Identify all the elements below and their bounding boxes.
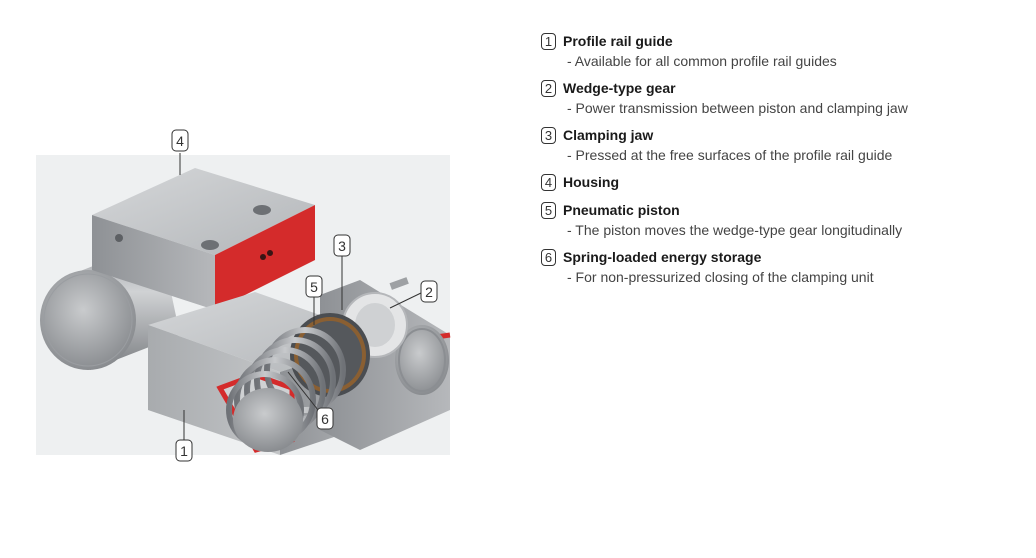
callout-2-label: 2 — [425, 284, 433, 300]
legend-item-title: Spring-loaded energy storage — [563, 249, 762, 265]
legend-item-title: Pneumatic piston — [563, 202, 680, 218]
legend-item-description: - The piston moves the wedge-type gear l… — [567, 222, 903, 238]
clamping-unit-drawing: 4 3 5 2 6 1 — [36, 129, 451, 462]
callout-5: 5 — [305, 275, 323, 325]
legend-number-badge: 6 — [541, 248, 556, 266]
legend-item-title: Housing — [563, 174, 619, 190]
legend-item-housing: 4 Housing — [541, 172, 1011, 192]
legend-item-profile-rail-guide: 1 Profile rail guide - Available for all… — [541, 31, 1011, 70]
legend-number-badge: 5 — [541, 201, 556, 219]
legend-item-description: - For non-pressurized closing of the cla… — [567, 269, 874, 285]
legend: 1 Profile rail guide - Available for all… — [541, 31, 1011, 294]
legend-item-pneumatic-piston: 5 Pneumatic piston - The piston moves th… — [541, 200, 1011, 239]
legend-item-title: Clamping jaw — [563, 127, 654, 143]
pneumatic-piston — [290, 313, 370, 397]
callout-2: 2 — [389, 280, 438, 309]
callout-1: 1 — [175, 410, 193, 462]
housing-block — [92, 168, 315, 310]
callout-4: 4 — [171, 129, 189, 175]
clamping-unit-illustration: 4 3 5 2 6 1 — [30, 120, 460, 465]
callout-3-label: 3 — [338, 238, 346, 254]
front-disc — [233, 388, 303, 452]
legend-item-description: - Pressed at the free surfaces of the pr… — [567, 147, 893, 163]
legend-item-wedge-type-gear: 2 Wedge-type gear - Power transmission b… — [541, 78, 1011, 117]
callout-3: 3 — [333, 234, 351, 310]
legend-item-spring-loaded-energy-storage: 6 Spring-loaded energy storage - For non… — [541, 247, 1011, 286]
callout-1-label: 1 — [180, 443, 188, 459]
legend-item-title: Wedge-type gear — [563, 80, 676, 96]
callout-6-label: 6 — [321, 411, 329, 427]
callout-4-label: 4 — [176, 133, 184, 149]
legend-item-description: - Power transmission between piston and … — [567, 100, 908, 116]
legend-number-badge: 4 — [541, 173, 556, 191]
legend-number-badge: 2 — [541, 79, 556, 97]
callout-5-label: 5 — [310, 279, 318, 295]
legend-number-badge: 3 — [541, 126, 556, 144]
legend-item-description: - Available for all common profile rail … — [567, 53, 837, 69]
legend-item-title: Profile rail guide — [563, 33, 673, 49]
legend-item-clamping-jaw: 3 Clamping jaw - Pressed at the free sur… — [541, 125, 1011, 164]
callout-6: 6 — [287, 371, 334, 430]
legend-number-badge: 1 — [541, 32, 556, 50]
